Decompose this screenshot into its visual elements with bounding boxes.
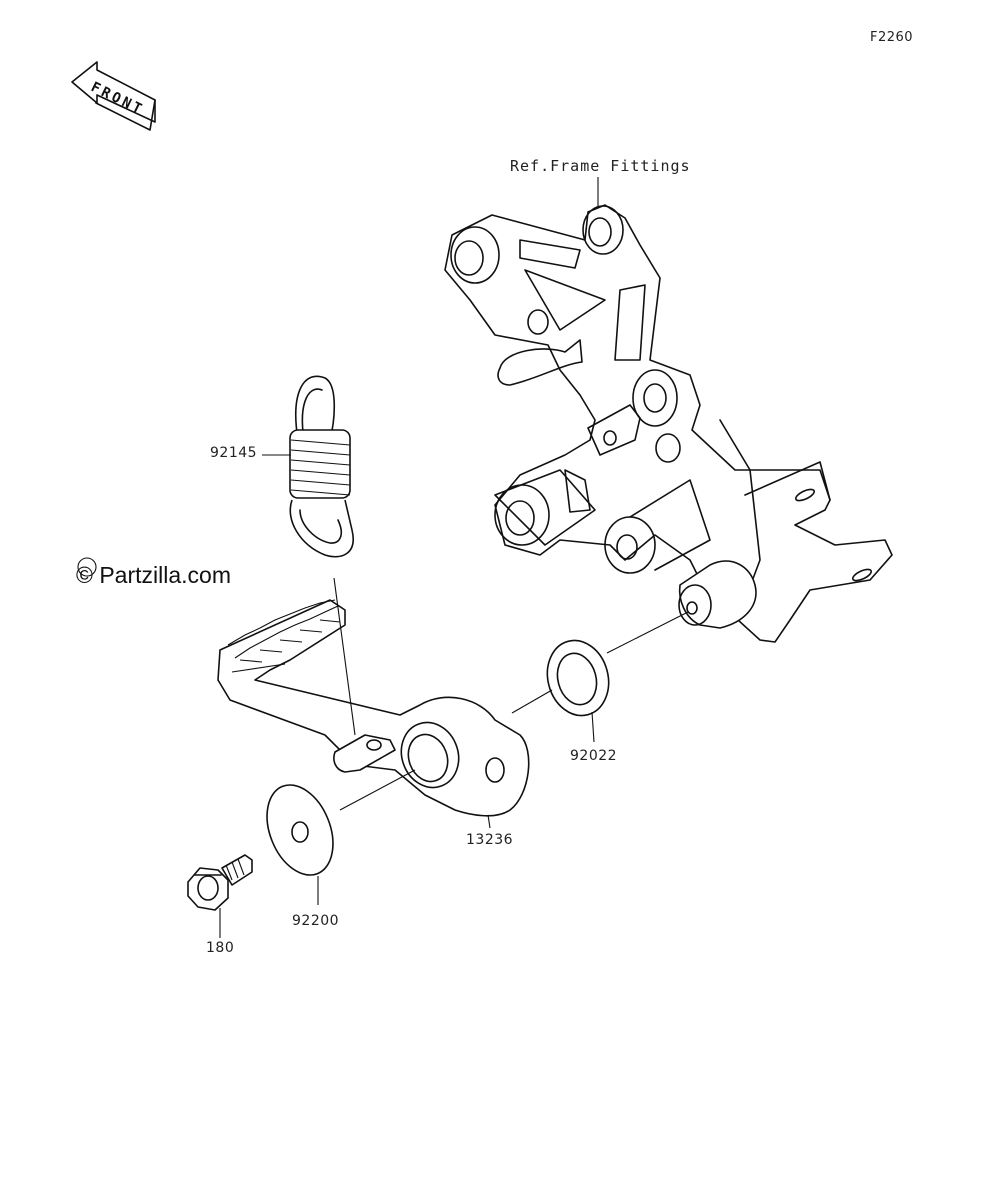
front-arrow-icon: FRONT — [71, 61, 156, 131]
washer-92022 — [546, 639, 610, 717]
washer-92200 — [266, 784, 334, 876]
part-label-180: 180 — [206, 940, 235, 956]
figure-code: F2260 — [870, 30, 914, 45]
part-label-13236: 13236 — [466, 832, 514, 848]
reference-label: Ref.Frame Fittings — [510, 157, 691, 175]
bolt-180 — [187, 854, 253, 911]
part-label-92145: 92145 — [210, 445, 258, 461]
part-label-92200: 92200 — [292, 913, 340, 929]
brake-pedal — [217, 599, 530, 817]
copyright-text: © Partzilla.com — [76, 562, 231, 588]
frame-bracket — [444, 204, 893, 643]
return-spring — [289, 375, 354, 558]
part-label-92022: 92022 — [570, 748, 618, 764]
